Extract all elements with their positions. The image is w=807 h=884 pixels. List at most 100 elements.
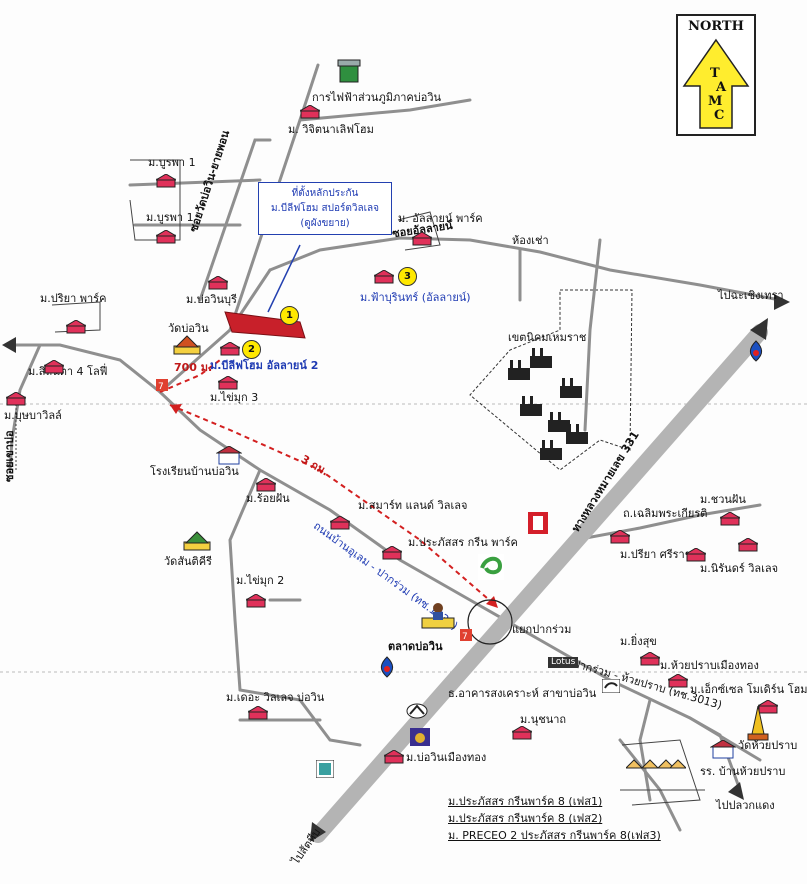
distance-label: 700 ม. — [174, 361, 213, 374]
temple-icon — [182, 530, 212, 556]
place-label: ม.ปริยา พาร์ค — [40, 292, 107, 305]
ptt-icon — [747, 340, 765, 366]
place-label: แยกปากร่วม — [512, 623, 572, 636]
building-icon — [336, 56, 362, 88]
place-label: ม.สมาร์ท แลนด์ วิลเลจ — [358, 499, 468, 512]
place-label: ไปฉะเชิงเทรา — [718, 289, 784, 302]
house-icon — [384, 750, 404, 764]
house-icon — [512, 726, 532, 740]
road-label: ซอยเขาบ่อ — [3, 430, 16, 482]
place-label: ม.ประภัสสร กรีนพาร์ค 8 (เฟส2) — [448, 812, 603, 825]
logo-icon — [315, 759, 335, 782]
place-label: ม.บูรพา 1 — [148, 156, 196, 169]
ptt-icon — [378, 656, 396, 682]
store-icon: 7 — [460, 626, 472, 645]
collateral-callout: ที่ตั้งหลักประกัน ม.บีลีฟโฮม สปอร์ตวิลเล… — [258, 182, 392, 235]
house-icon — [208, 276, 228, 290]
place-label: ม.ชวนฝัน — [700, 493, 746, 506]
place-label: ม. อัลลายน์ พาร์ค — [398, 212, 483, 225]
house-row-icon — [624, 756, 688, 780]
house-icon — [640, 652, 660, 666]
industrial-boundary — [469, 289, 633, 471]
place-label: ม.ปรียา ศรีราชา — [620, 548, 699, 561]
road-label: ถ.เฉลิมพระเกียรติ — [623, 507, 708, 520]
market-icon — [420, 600, 456, 634]
place-label: ม.ร้อยฝัน — [246, 492, 290, 505]
place-label: ม.บีลีฟโฮม อัลลายน์ 2 — [210, 359, 319, 372]
house-icon — [6, 392, 26, 406]
place-label: รร. บ้านห้วยปราบ — [700, 765, 786, 778]
place-label: ม.บุษบาวิลล์ — [4, 409, 62, 422]
factory-icons — [508, 348, 588, 460]
logo-icon — [406, 702, 428, 724]
house-icon — [220, 342, 240, 356]
place-label: ม.ประภัสสร กรีน พาร์ค — [408, 536, 518, 549]
callout-line: ที่ตั้งหลักประกัน — [291, 188, 359, 199]
place-label: ม.บูรพา 1 — [146, 211, 194, 224]
house-icon — [66, 320, 86, 334]
temple-icon — [746, 705, 770, 746]
house-icon — [738, 538, 758, 552]
house-icon — [720, 512, 740, 526]
svg-text:7: 7 — [462, 632, 468, 641]
north-compass: NORTH T A M C — [676, 14, 756, 136]
house-icon — [412, 232, 432, 246]
house-icon — [246, 594, 266, 608]
place-label: ม.ห้วยปราบเมืองทอง — [660, 659, 759, 672]
place-label: ตลาดบ่อวิน — [388, 640, 443, 653]
marker-3: 3 — [398, 267, 417, 286]
place-label: ม.นิรันดร์ วิลเลจ — [700, 562, 779, 575]
place-label: ม.ฟ้าบุรินทร์ (อัลลายน์) — [360, 291, 471, 304]
place-label: วัดบ่อวิน — [168, 322, 209, 335]
house-icon — [668, 674, 688, 688]
intersection-circle — [467, 599, 513, 645]
house-icon — [156, 174, 176, 188]
logo-letter: T — [710, 66, 720, 81]
house-icon — [248, 706, 268, 720]
house-icon — [374, 270, 394, 284]
place-label: ม. วิจิตนาเลิฟโฮม — [288, 123, 374, 136]
place-label: ม.เดอะ วิลเลจ บ่อวิน — [226, 691, 325, 704]
logo-letter: A — [716, 80, 727, 95]
place-label: วัดห้วยปราบ — [738, 739, 798, 752]
logo-icon — [410, 728, 430, 750]
place-label: ม.บ่อวินเมืองทอง — [406, 751, 487, 764]
logo-letter: C — [714, 108, 725, 123]
house-icon — [156, 230, 176, 244]
house-icon — [686, 548, 706, 562]
house-icon — [44, 360, 64, 374]
place-label: ม.สิลันตา 4 โลฟี่ — [28, 365, 108, 378]
place-label: ม.นุชนาถ — [520, 713, 567, 726]
place-label: ม. PRECEO 2 ประภัสสร กรีนพาร์ค 8(เฟส3) — [448, 829, 661, 842]
bank-icon — [601, 678, 621, 697]
place-label: เขตนิคมเหมราช — [508, 331, 587, 344]
place-label: ม.ยิ่งสุข — [620, 635, 657, 648]
house-icon — [300, 105, 320, 119]
place-label: ม.เอ็กซ์เซล โมเดิร์น โฮม — [690, 683, 807, 696]
callout-line: (ดูผังขยาย) — [300, 218, 350, 229]
place-label: วัดสันติคีรี — [164, 555, 212, 568]
school-icon — [215, 445, 243, 470]
marker-2: 2 — [242, 340, 261, 359]
school-icon — [709, 739, 737, 764]
temple-icon — [172, 334, 202, 360]
callout-line: ม.บีลีฟโฮม สปอร์ตวิลเลจ — [270, 203, 380, 214]
place-label: ห้องเช่า — [512, 234, 549, 247]
house-icon — [256, 478, 276, 492]
house-icon — [382, 546, 402, 560]
place-label: ม.บ่อวินบุรี — [186, 293, 237, 306]
house-icon — [330, 516, 350, 530]
north-label: NORTH — [688, 19, 744, 34]
logo-icon — [478, 554, 504, 584]
place-label: Lotus — [548, 657, 579, 668]
place-label: ธ.อาคารสงเคราะห์ สาขาบ่อวิน — [448, 687, 597, 700]
place-label: ม.ไข่มุก 2 — [236, 574, 285, 587]
logo-letter: M — [708, 94, 723, 109]
subject-parcel — [224, 311, 306, 339]
marker-1: 1 — [280, 306, 299, 325]
place-label: โรงเรียนบ้านบ่อวิน — [150, 465, 239, 478]
logo-icon — [528, 512, 548, 538]
house-icon — [610, 530, 630, 544]
place-label: ไปปลวกแดง — [716, 799, 775, 812]
place-label: ม.ประภัสสร กรีนพาร์ค 8 (เฟส1) — [448, 795, 603, 808]
